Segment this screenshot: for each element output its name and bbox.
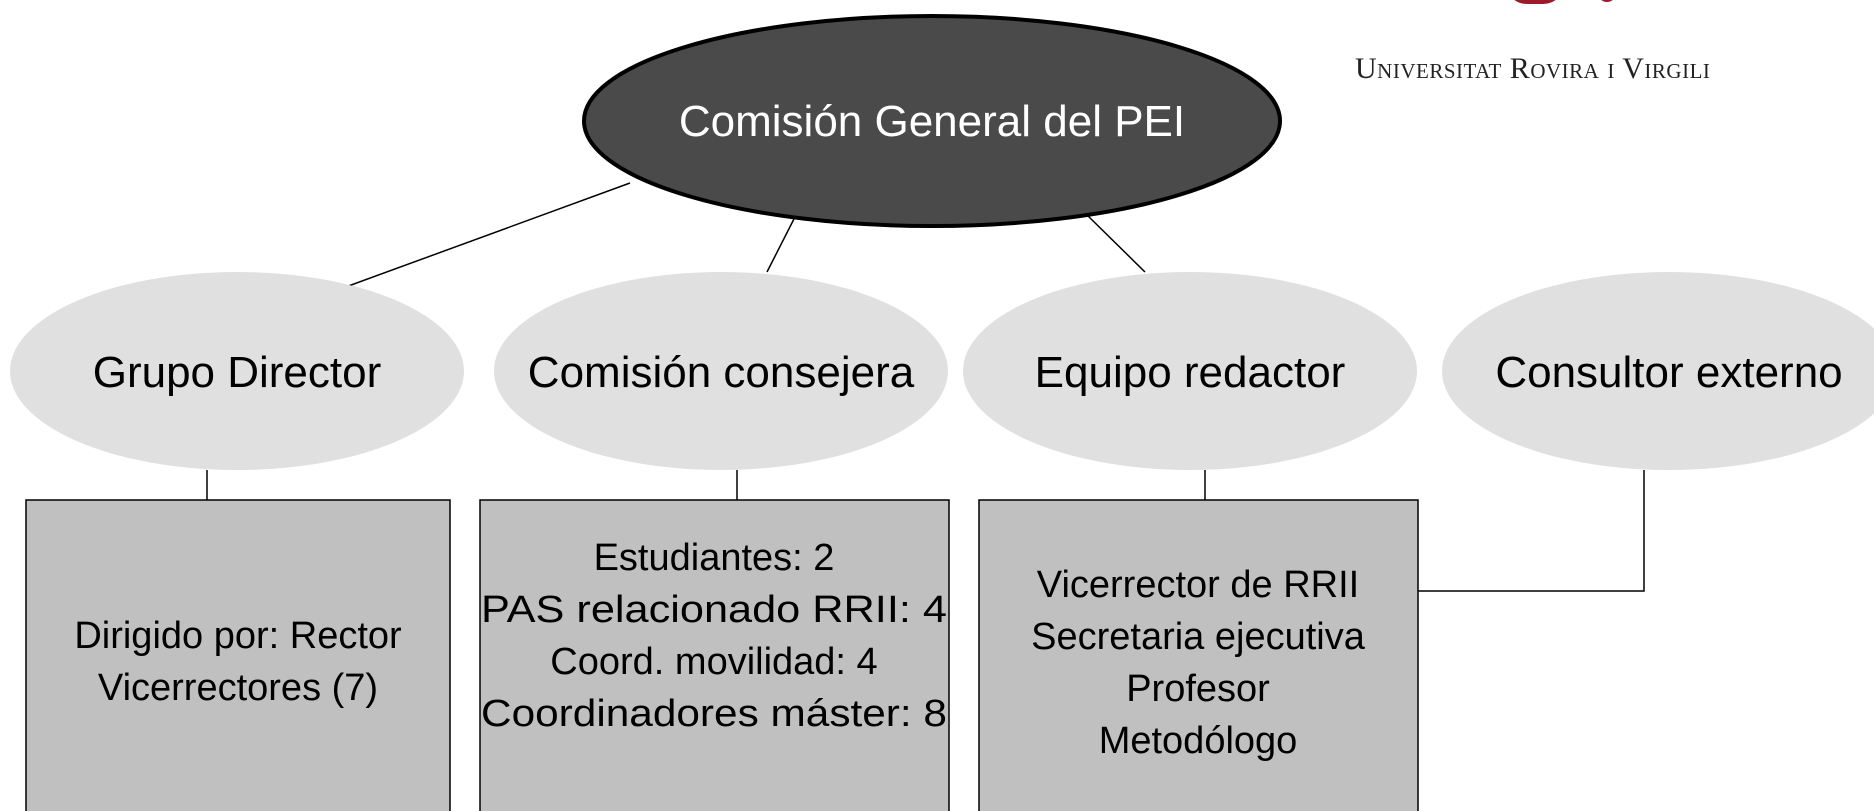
box-line: Coord. movilidad: 4 <box>550 641 877 683</box>
group-label-comision-consejera: Comisión consejera <box>528 348 915 397</box>
connectors <box>206 182 1645 592</box>
group-equipo-redactor <box>963 272 1417 470</box>
box-grupo-director <box>25 499 451 811</box>
box-line: Estudiantes: 2 <box>594 537 835 579</box>
box-line: Vicerrectores (7) <box>98 667 378 709</box>
logo-mark-detail <box>1598 0 1616 2</box>
group-label-consultor-externo: Consultor externo <box>1495 348 1842 397</box>
box-comision-consejera <box>479 499 950 811</box>
group-label-equipo-redactor: Equipo redactor <box>1035 348 1346 397</box>
university-logo-text: Universitat Rovira i Virgili <box>1355 52 1711 85</box>
box-line: Dirigido por: Rector <box>74 615 402 657</box>
connector-consultor-externo-box <box>1418 470 1645 592</box>
group-grupo-director <box>10 272 464 470</box>
logo-mark <box>1505 0 1565 4</box>
box-line: Metodólogo <box>1099 720 1298 762</box>
box-line: Secretaria ejecutiva <box>1031 616 1366 658</box>
connector-root-equipo-redactor <box>1084 212 1146 273</box>
group-consultor-externo <box>1442 272 1874 470</box>
group-label-grupo-director: Grupo Director <box>93 348 382 397</box>
root-label: Comisión General del PEI <box>679 97 1185 146</box>
connector-root-grupo-director <box>342 182 631 289</box>
box-line: Coordinadores máster: 8 <box>481 693 947 735</box>
group-comision-consejera <box>494 272 948 470</box>
connector-root-comision-consejera <box>766 212 798 273</box>
box-line: Profesor <box>1126 668 1270 710</box>
box-equipo-redactor <box>978 499 1419 811</box>
box-line: Vicerrector de RRII <box>1037 564 1359 606</box>
root-node <box>582 14 1282 228</box>
box-line: PAS relacionado RRII: 4 <box>481 589 947 631</box>
